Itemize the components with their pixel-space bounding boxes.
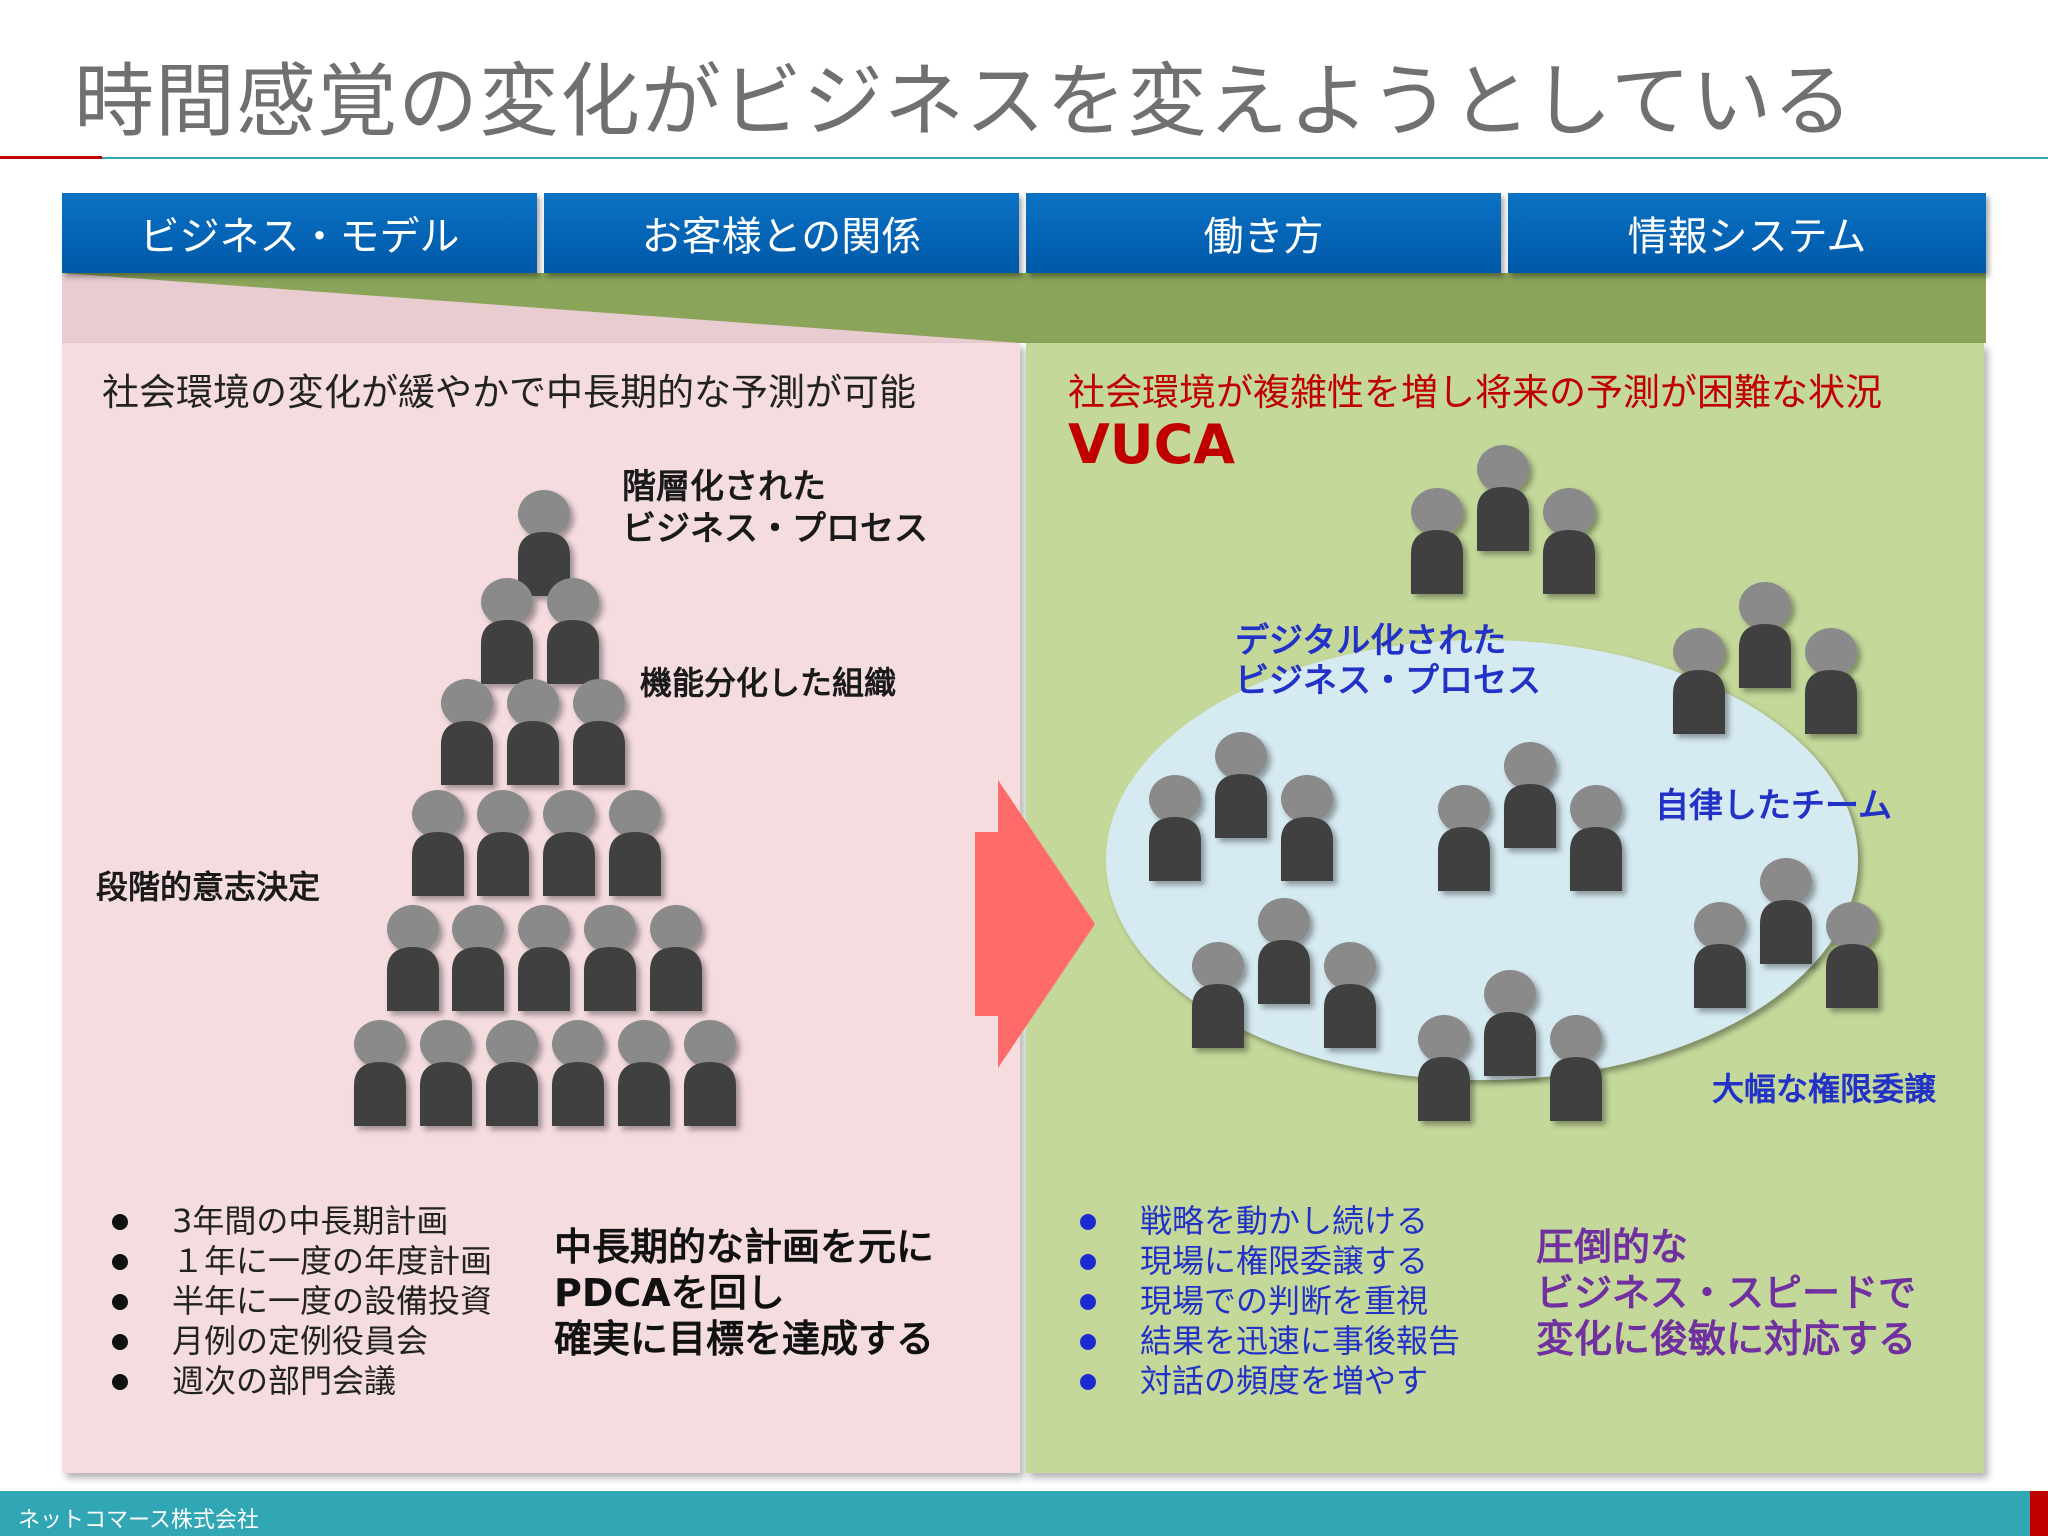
hierarchy-label-line2: ビジネス・プロセス bbox=[622, 509, 928, 549]
bullet-icon bbox=[112, 1214, 128, 1230]
team-group bbox=[1411, 445, 1595, 594]
right-summary-line2: ビジネス・スピードで bbox=[1536, 1271, 1917, 1315]
bullet-icon bbox=[112, 1254, 128, 1270]
team-group bbox=[1673, 582, 1857, 734]
tab-customer-relationship: お客様との関係 bbox=[544, 193, 1019, 273]
left-summary-line3: 確実に目標を達成する bbox=[554, 1317, 935, 1361]
left-summary-line1: 中長期的な計画を元に bbox=[554, 1225, 935, 1269]
tab-work-style: 働き方 bbox=[1026, 193, 1501, 273]
delegation-label: 大幅な権限委譲 bbox=[1712, 1070, 1937, 1108]
digital-label-line2: ビジネス・プロセス bbox=[1235, 661, 1541, 701]
bullet-icon bbox=[112, 1374, 128, 1390]
hierarchy-pyramid bbox=[354, 490, 736, 1126]
tab-information-system: 情報システム bbox=[1508, 193, 1986, 273]
title-rule bbox=[102, 157, 2048, 159]
bullet-icon bbox=[1080, 1374, 1096, 1390]
function-label: 機能分化した組織 bbox=[640, 664, 897, 702]
right-summary-line3: 変化に俊敏に対応する bbox=[1536, 1317, 1917, 1361]
left-heading: 社会環境の変化が緩やかで中長期的な予測が可能 bbox=[102, 371, 916, 414]
title-rule-accent bbox=[0, 156, 102, 159]
bullet-icon bbox=[1080, 1334, 1096, 1350]
left-summary-line2: PDCAを回し bbox=[554, 1271, 785, 1315]
bullet-icon bbox=[1080, 1214, 1096, 1230]
footer-accent bbox=[2030, 1491, 2048, 1536]
bullet-icon bbox=[112, 1294, 128, 1310]
footer-bar bbox=[0, 1491, 2048, 1536]
page-title: 時間感覚の変化がビジネスを変えようとしている bbox=[74, 55, 1854, 148]
stage-decision-label: 段階的意志決定 bbox=[96, 868, 321, 906]
bullet-icon bbox=[112, 1334, 128, 1350]
right-heading: 社会環境が複雑性を増し将来の予測が困難な状況 bbox=[1068, 371, 1882, 414]
vuca-label: VUCA bbox=[1068, 413, 1236, 476]
hierarchy-label-line1: 階層化された bbox=[622, 467, 826, 507]
tab-funnel bbox=[62, 273, 1986, 343]
tab-business-model: ビジネス・モデル bbox=[62, 193, 537, 273]
bullet-icon bbox=[1080, 1294, 1096, 1310]
digital-label-line1: デジタル化された bbox=[1235, 621, 1507, 661]
autonomous-team-label: 自律したチーム bbox=[1655, 786, 1892, 826]
company-name: ネットコマース株式会社 bbox=[18, 1508, 259, 1533]
transition-arrow bbox=[975, 780, 1095, 1068]
bullet-icon bbox=[1080, 1254, 1096, 1270]
right-summary-line1: 圧倒的な bbox=[1536, 1225, 1689, 1269]
